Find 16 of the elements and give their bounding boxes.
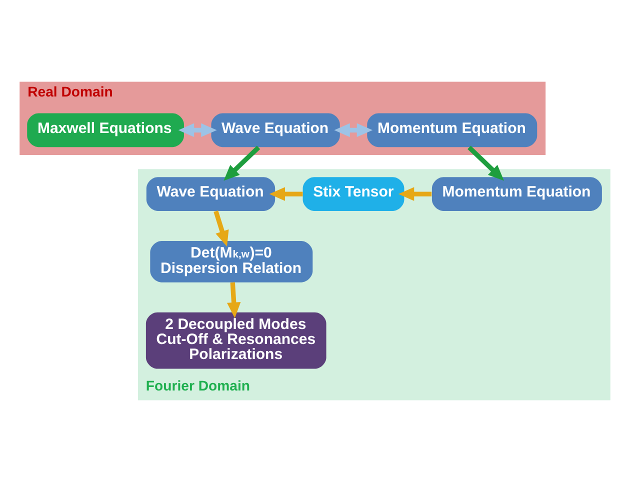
node-box: Momentum Equation [367, 112, 538, 147]
node-box: Momentum Equation [432, 176, 602, 210]
arrow [214, 210, 229, 246]
arrow [398, 186, 432, 200]
arrow [269, 186, 303, 200]
node-box: Det(Mk,w)=0 Dispersion Relation [150, 240, 313, 282]
arrow [468, 145, 504, 180]
node-box: Stix Tensor [302, 176, 404, 210]
arrow [334, 122, 373, 137]
arrow [226, 282, 241, 318]
arrow [224, 145, 260, 180]
node-box: Wave Equation [146, 176, 276, 210]
node-box: Wave Equation [211, 112, 340, 147]
arrow [178, 122, 217, 137]
node-box: Maxwell Equations [27, 112, 184, 147]
node-box: 2 Decoupled Modes Cut-Off & Resonances Polarizations [146, 312, 326, 368]
